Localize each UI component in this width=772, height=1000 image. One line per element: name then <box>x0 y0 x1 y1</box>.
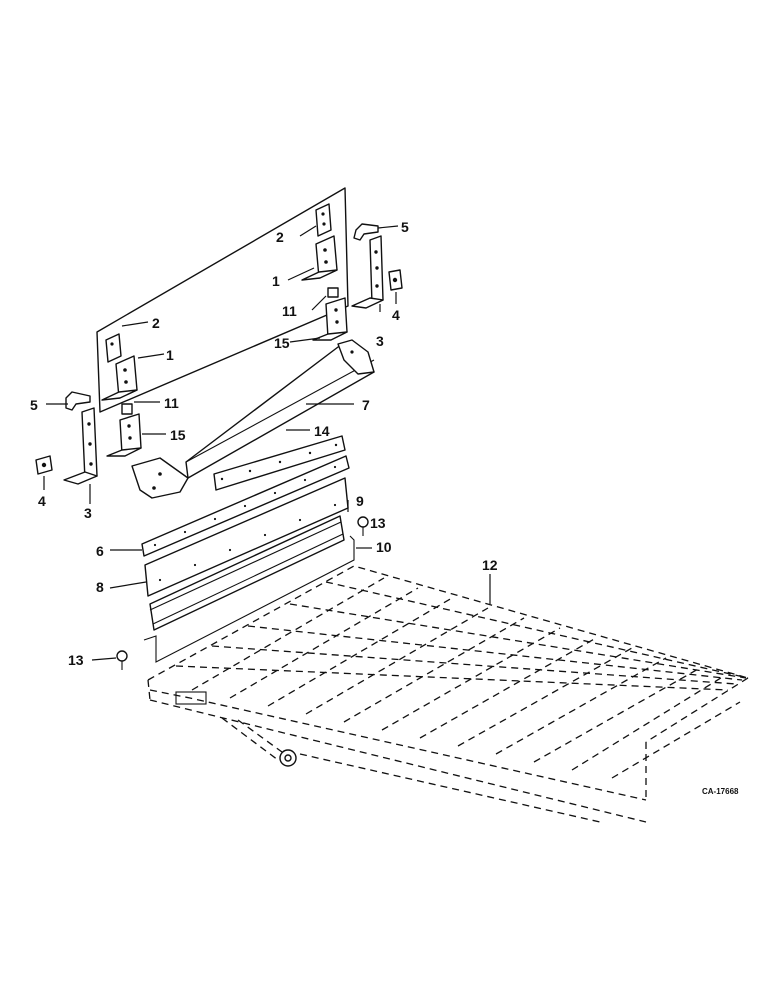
callout-1-upper: 1 <box>272 273 280 289</box>
part-3-upright-right <box>351 235 384 309</box>
callout-11-left: 11 <box>164 395 179 411</box>
part-13-eyebolt-right <box>357 516 369 536</box>
sieve-slats <box>191 577 741 779</box>
callout-4-left: 4 <box>38 493 46 509</box>
callout-6: 6 <box>96 543 104 559</box>
part-1-bracket-lower <box>101 355 138 401</box>
part-3-upright-left <box>63 407 98 485</box>
back-panel <box>96 187 349 413</box>
part-4-nut-right <box>388 269 403 291</box>
callout-11-right: 11 <box>282 303 297 319</box>
callouts: 2 1 5 11 4 3 15 2 1 5 11 15 3 4 7 14 9 1… <box>30 219 498 668</box>
part-2-bracket-lower <box>105 333 122 363</box>
callout-12: 12 <box>482 557 498 573</box>
callout-3-left: 3 <box>84 505 92 521</box>
callout-2-lower: 2 <box>152 315 160 331</box>
callout-13-left: 13 <box>68 652 84 668</box>
part-7-angle-bracket <box>131 339 375 499</box>
leader-lines <box>43 225 491 661</box>
part-5-clip-right <box>353 223 379 241</box>
part-9-channel <box>149 515 345 631</box>
callout-15-right: 15 <box>274 335 290 351</box>
callout-14: 14 <box>314 423 330 439</box>
part-1-bracket-upper <box>301 235 338 281</box>
callout-13-right: 13 <box>370 515 386 531</box>
callout-3-right: 3 <box>376 333 384 349</box>
part-13-eyebolt-left <box>116 650 128 670</box>
callout-15-left: 15 <box>170 427 186 443</box>
part-11-clip-right <box>327 287 339 298</box>
callout-1-lower: 1 <box>166 347 174 363</box>
part-10-rod <box>143 535 355 663</box>
part-12-sieve <box>147 565 749 823</box>
part-11-clip-left <box>121 403 133 415</box>
callout-4-right: 4 <box>392 307 400 323</box>
part-6-strip <box>141 455 350 557</box>
part-5-clip-left <box>65 391 91 411</box>
drawing-code: CA-17668 <box>702 787 739 796</box>
part-15-bracket-right <box>312 297 348 341</box>
lower-frame <box>221 717 601 823</box>
callout-10: 10 <box>376 539 392 555</box>
callout-5-left: 5 <box>30 397 38 413</box>
part-4-nut-left <box>35 455 53 475</box>
callout-7: 7 <box>362 397 370 413</box>
part-6-holes <box>153 465 337 547</box>
callout-8: 8 <box>96 579 104 595</box>
callout-9: 9 <box>356 493 364 509</box>
part-2-bracket-upper <box>315 203 332 237</box>
part-14-strip <box>213 435 346 491</box>
sieve-rows <box>175 581 749 691</box>
part-8-holes <box>158 503 337 582</box>
part-15-bracket-left <box>106 413 142 457</box>
callout-5-right: 5 <box>401 219 409 235</box>
callout-2-upper: 2 <box>276 229 284 245</box>
